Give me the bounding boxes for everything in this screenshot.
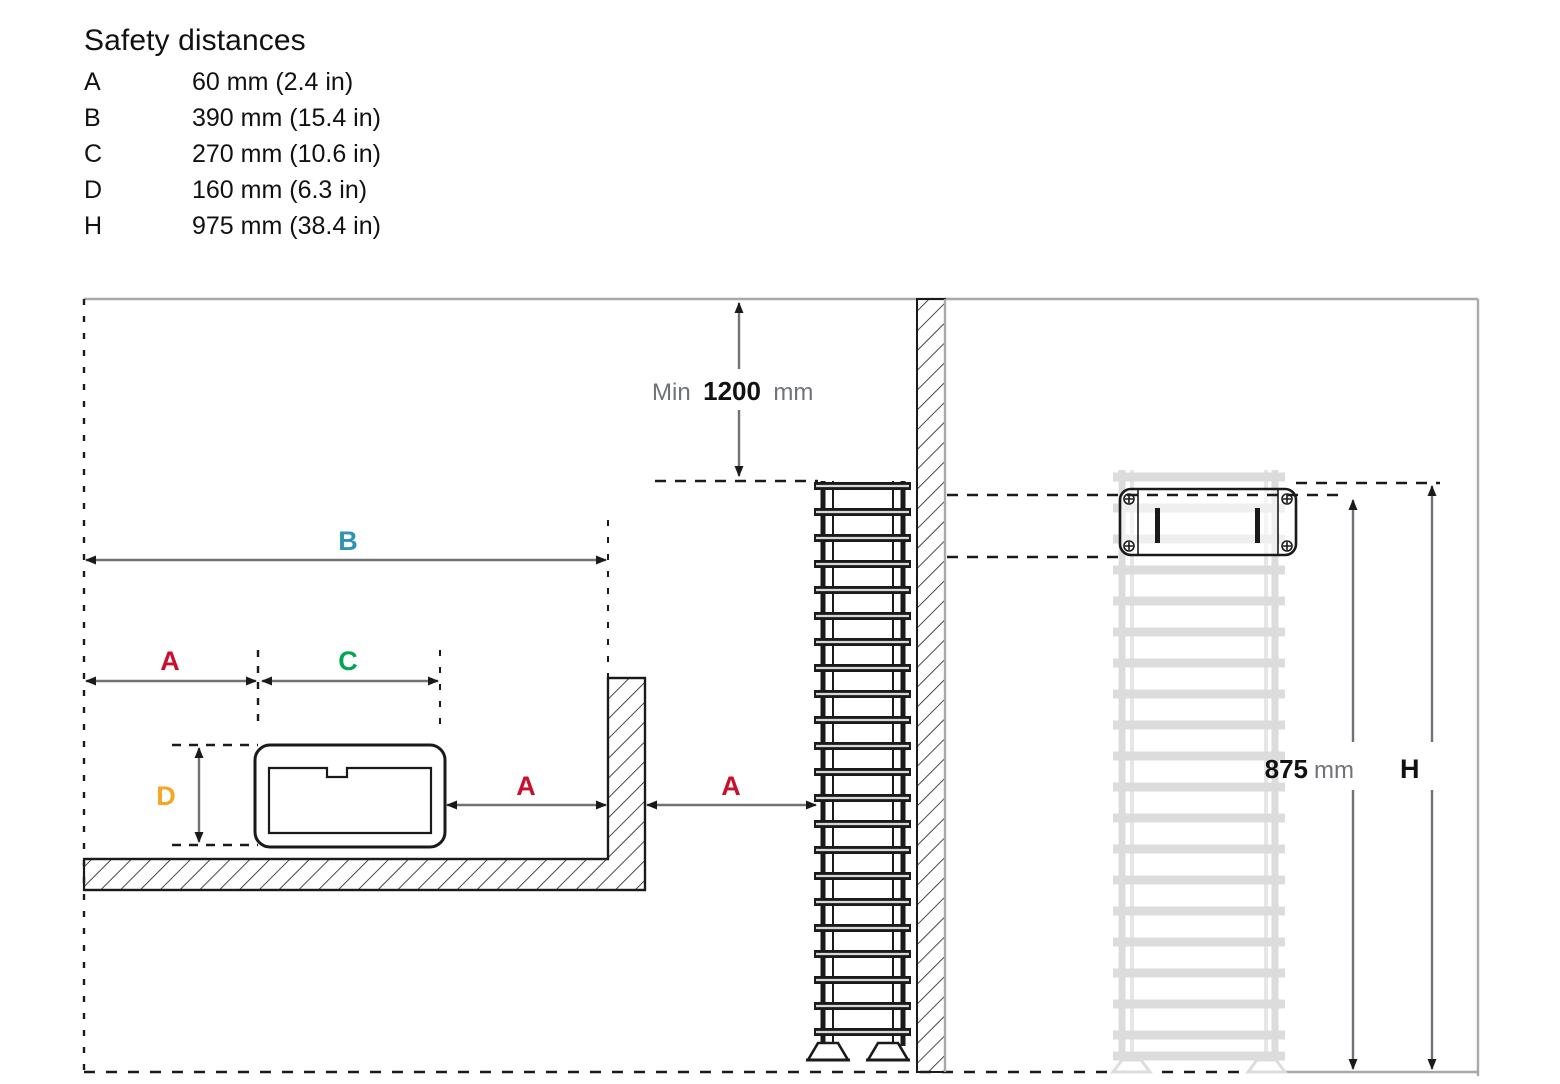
label-b: B: [338, 526, 358, 556]
unit-alignment-lines: [947, 481, 1440, 559]
legend-key-c: C: [84, 139, 103, 168]
legend-value-h: 975 mm (38.4 in): [192, 211, 381, 240]
dimension-h: H: [1400, 485, 1437, 1070]
appliance-unit: [253, 743, 447, 849]
legend-value-b: 390 mm (15.4 in): [192, 103, 381, 132]
height-875-value: 875: [1265, 754, 1308, 784]
dimension-a-top: A: [85, 646, 441, 730]
label-a-top: A: [160, 646, 180, 676]
floor-and-wall-corner: [82, 676, 647, 892]
center-wall: [916, 298, 947, 1073]
height-875-unit: mm: [1314, 757, 1354, 784]
label-c: C: [338, 646, 358, 676]
towel-radiator: [805, 481, 911, 1062]
legend-row-c: C 270 mm (10.6 in): [84, 140, 604, 176]
wall-mounted-unit: [1118, 487, 1298, 557]
legend-value-d: 160 mm (6.3 in): [192, 175, 368, 204]
legend-key-h: H: [84, 211, 103, 240]
label-a-right-gap: A: [721, 771, 741, 801]
label-d: D: [156, 781, 176, 811]
legend-rows: A 60 mm (2.4 in) B 390 mm (15.4 in) C 27…: [84, 68, 604, 248]
dimension-a-left-gap: A: [446, 771, 607, 810]
ceiling-clearance-dimension: Min 1200 mm: [652, 302, 818, 483]
legend-row-d: D 160 mm (6.3 in): [84, 176, 604, 212]
legend-key-b: B: [84, 103, 101, 132]
min-clearance-label: Min 1200 mm: [652, 376, 813, 406]
legend-value-a: 60 mm (2.4 in): [192, 67, 354, 96]
legend-row-b: B 390 mm (15.4 in): [84, 104, 604, 140]
dimension-c: C: [261, 646, 439, 686]
height-875-unit-wrap: mm: [1314, 757, 1354, 784]
height-875-label: 875: [1265, 754, 1308, 784]
frame-border: [82, 297, 1480, 1076]
ghost-radiator: [1110, 470, 1288, 1074]
legend-key-d: D: [84, 175, 103, 204]
screw-icons: [1123, 493, 1293, 552]
label-a-left-gap: A: [516, 771, 536, 801]
legend: Safety distances A 60 mm (2.4 in) B 390 …: [84, 22, 604, 248]
dimension-b: B: [83, 299, 609, 684]
legend-value-c: 270 mm (10.6 in): [192, 139, 381, 168]
dimension-d: D: [156, 743, 258, 847]
dimension-875: 875 mm: [1265, 499, 1358, 1070]
legend-key-a: A: [84, 67, 101, 96]
page-title: Safety distances: [84, 24, 306, 57]
dimension-a-right-gap: A: [646, 771, 817, 810]
min-prefix: Min: [652, 379, 691, 406]
legend-row-a: A 60 mm (2.4 in): [84, 68, 604, 104]
min-unit: mm: [773, 379, 813, 406]
label-h: H: [1400, 754, 1420, 784]
radiator-feet: [805, 1041, 911, 1062]
radiator-bars: [814, 482, 911, 1036]
legend-row-h: H 975 mm (38.4 in): [84, 212, 604, 248]
min-value: 1200: [703, 376, 761, 406]
